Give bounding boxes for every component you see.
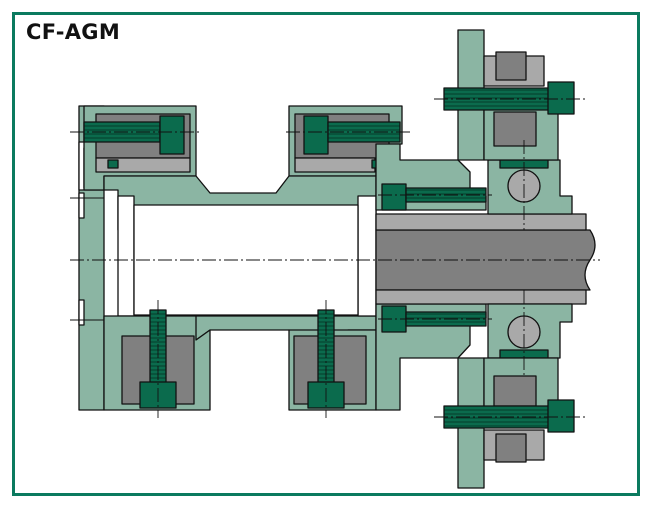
centerlines xyxy=(70,98,600,418)
right-bottom-housing xyxy=(288,309,377,411)
right-hub xyxy=(375,143,487,411)
drive-shaft xyxy=(375,213,596,305)
upper-bearing xyxy=(487,159,573,215)
left-bottom-housing xyxy=(103,309,211,411)
lower-stud-assembly xyxy=(443,357,575,463)
left-grease-nipple xyxy=(107,159,119,169)
diagram-title: CF-AGM xyxy=(26,20,121,44)
lower-bearing xyxy=(487,303,573,359)
edge-marks xyxy=(70,197,104,321)
